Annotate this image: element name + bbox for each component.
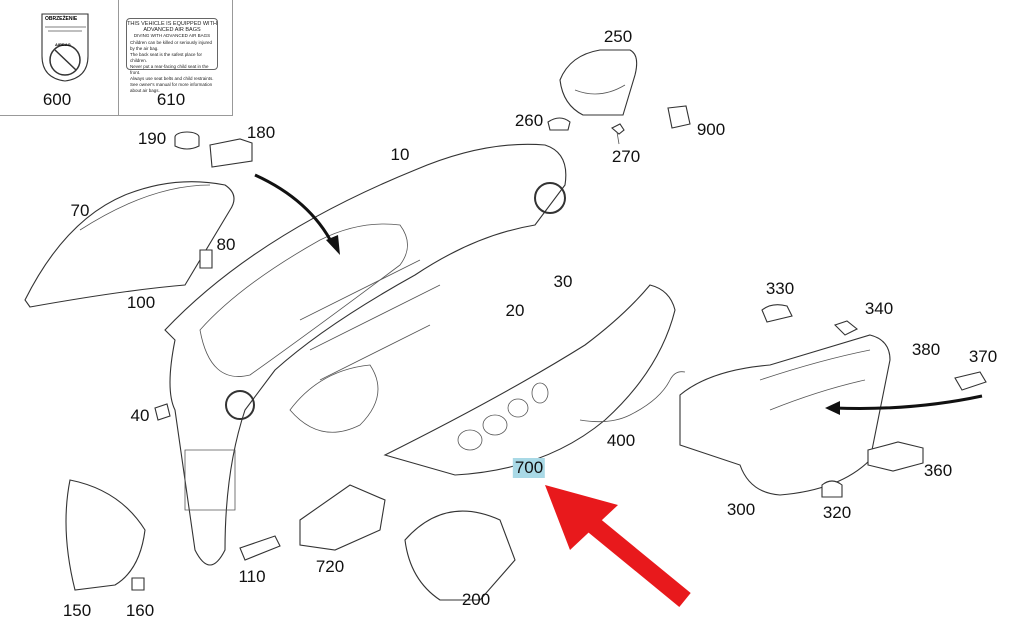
- insertion-arrow-right: [833, 394, 983, 410]
- airbag-notice-subtitle: DIVING WITH ADVANCED AIR BAGS: [133, 33, 211, 38]
- part-label-600[interactable]: 600: [42, 90, 72, 109]
- sticker-box-610: [118, 0, 233, 116]
- dashboard-trim-panel: [383, 284, 676, 476]
- part-label-70[interactable]: 70: [70, 201, 90, 220]
- sticker-box-600: [0, 0, 119, 116]
- part-label-320[interactable]: 320: [822, 503, 852, 522]
- part-label-370[interactable]: 370: [968, 347, 998, 366]
- part-label-340[interactable]: 340: [864, 299, 894, 318]
- clip-40: [154, 403, 171, 421]
- part-label-110[interactable]: 110: [238, 567, 266, 586]
- clip-80: [199, 249, 213, 269]
- steering-column-cover-200: [404, 510, 516, 601]
- part-label-190[interactable]: 190: [137, 129, 167, 148]
- part-label-270[interactable]: 270: [611, 147, 641, 166]
- part-label-30[interactable]: 30: [553, 272, 573, 291]
- knee-bolster-720: [299, 484, 386, 551]
- part-label-330[interactable]: 330: [765, 279, 795, 298]
- glovebox: [679, 304, 987, 498]
- part-label-100[interactable]: 100: [126, 293, 156, 312]
- clip-160: [131, 577, 145, 591]
- part-label-900[interactable]: 900: [696, 120, 726, 139]
- part-label-700-highlighted[interactable]: 700: [512, 458, 546, 478]
- part-label-150[interactable]: 150: [62, 601, 92, 620]
- part-label-20[interactable]: 20: [505, 301, 525, 320]
- warning-sticker-title: OBRZEŻENIE: [45, 16, 78, 22]
- notice-item: Always use seat belts and child restrain…: [130, 76, 214, 81]
- side-trim-150: [65, 479, 146, 591]
- part-label-260[interactable]: 260: [514, 111, 544, 130]
- airbag-notice-title: THIS VEHICLE IS EQUIPPED WITH ADVANCED A…: [127, 21, 217, 33]
- insertion-arrow-left: [254, 173, 335, 246]
- part-label-720[interactable]: 720: [315, 557, 345, 576]
- passenger-airbag: [547, 49, 691, 145]
- cable-400: [579, 371, 686, 423]
- part-label-80[interactable]: 80: [216, 235, 236, 254]
- notice-item: Children can be killed or seriously inju…: [130, 40, 213, 51]
- warning-sticker-badge: AIRBAG: [55, 42, 71, 47]
- part-label-180[interactable]: 180: [246, 123, 276, 142]
- part-label-200[interactable]: 200: [461, 590, 491, 609]
- part-label-40[interactable]: 40: [130, 406, 150, 425]
- dash-top-cover: [24, 181, 235, 308]
- airbag-warning-sticker: [41, 13, 89, 82]
- notice-item: See owner's manual for more information …: [130, 82, 213, 93]
- dashboard-main: [164, 143, 567, 566]
- part-label-610[interactable]: 610: [156, 90, 186, 109]
- part-label-10[interactable]: 10: [390, 145, 410, 164]
- part-label-250[interactable]: 250: [603, 27, 633, 46]
- bracket-110: [239, 535, 281, 561]
- part-label-380[interactable]: 380: [911, 340, 941, 359]
- notice-item: Never put a rear-facing child seat in th…: [130, 64, 209, 75]
- part-label-400[interactable]: 400: [606, 431, 636, 450]
- part-label-300[interactable]: 300: [726, 500, 756, 519]
- airbag-notice-sticker: THIS VEHICLE IS EQUIPPED WITH ADVANCED A…: [126, 18, 218, 93]
- red-pointer-arrow: [545, 485, 691, 607]
- part-label-160[interactable]: 160: [125, 601, 155, 620]
- part-label-360[interactable]: 360: [923, 461, 953, 480]
- small-parts-top: [174, 131, 253, 168]
- notice-item: The back seat is the safest place for ch…: [130, 52, 203, 63]
